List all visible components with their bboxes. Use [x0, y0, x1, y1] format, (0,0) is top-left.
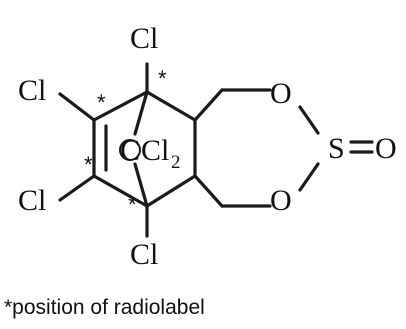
- bond-o-s-lower: [298, 162, 320, 192]
- bond-ring-d: [145, 90, 197, 122]
- radiolabel-marker-top: *: [158, 66, 167, 91]
- radiolabel-circle-marker: [119, 139, 141, 161]
- bond-lines: [58, 62, 374, 238]
- atom-o-double: O: [375, 132, 397, 165]
- bond-cl-upper-left: [58, 92, 96, 122]
- atom-cl-top: Cl: [130, 22, 158, 55]
- bond-bridge-bottom: [133, 162, 149, 208]
- bond-ch2-upper: [193, 88, 224, 122]
- radiolabel-caption: *position of radiolabel: [4, 296, 205, 319]
- atom-o-lower: O: [270, 184, 292, 217]
- atom-cl-bottom: Cl: [130, 238, 158, 271]
- atom-bridge-subscript: 2: [171, 152, 181, 173]
- atom-bridge-cl: Cl: [141, 134, 169, 167]
- radiolabel-marker-bottom: *: [128, 192, 137, 217]
- bond-o-s-upper: [298, 105, 320, 135]
- atom-o-upper: O: [270, 77, 292, 110]
- bond-ring-c: [92, 174, 149, 208]
- bond-bridge-top: [133, 90, 149, 136]
- atom-cl-lower-left: Cl: [18, 184, 46, 217]
- bond-ch2-lower: [193, 174, 224, 208]
- bond-cl-lower-left: [58, 174, 96, 202]
- bond-ring-a: [92, 90, 149, 122]
- molecule-structure: Cl Cl Cl Cl C Cl 2 O O S O * * * *: [18, 22, 397, 271]
- bond-ring-f: [145, 174, 197, 208]
- atom-bridge-c: C: [120, 134, 140, 167]
- radiolabel-marker-lower-left: *: [84, 152, 93, 177]
- atom-cl-upper-left: Cl: [18, 74, 46, 107]
- radiolabel-marker-upper-left: *: [97, 90, 106, 115]
- atom-s: S: [328, 132, 345, 165]
